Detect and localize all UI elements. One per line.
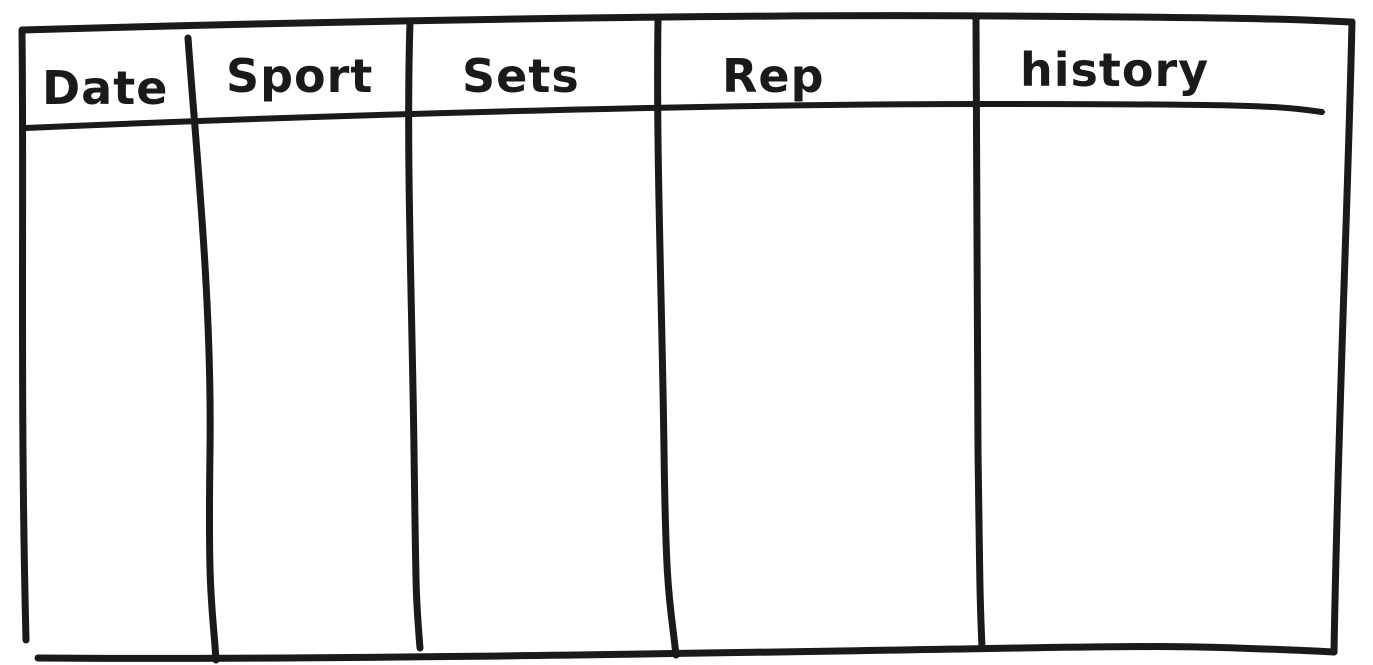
column-divider-sport-sets [405,18,424,652]
table-header: Date Sport Sets Rep history [42,43,1209,115]
column-header-sets: Sets [462,49,580,103]
column-divider-sets-rep [654,16,680,659]
column-divider-date-sport [184,34,220,664]
column-divider-rep-history [972,16,986,652]
column-header-sport: Sport [226,49,373,103]
column-header-date: Date [42,61,168,115]
frame-right-edge [1330,18,1356,656]
column-dividers [184,16,986,664]
frame-top-edge [18,12,1356,34]
column-header-history: history [1020,43,1209,97]
column-header-rep: Rep [722,49,825,103]
frame-bottom-edge [34,643,1338,662]
header-separator [23,101,1325,131]
table-frame [18,12,1356,662]
frame-left-edge [18,28,30,644]
